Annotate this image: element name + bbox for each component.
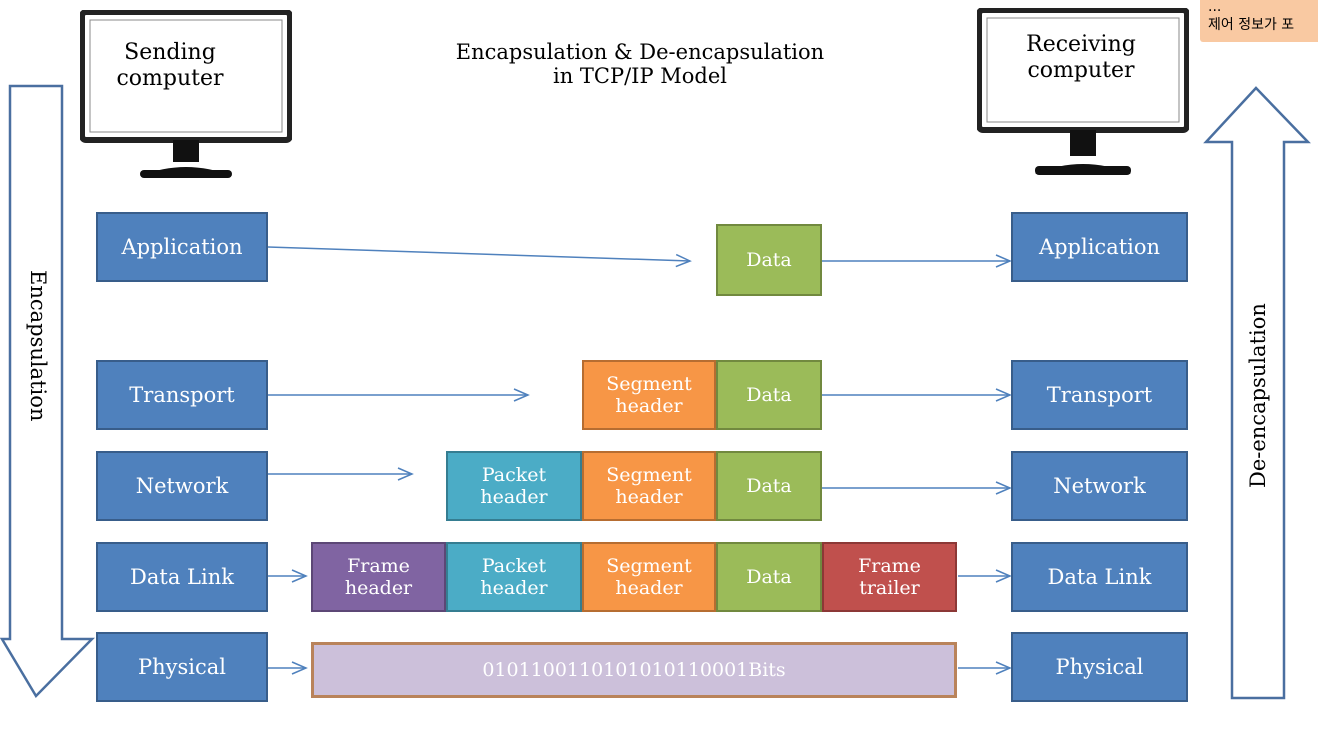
network-data: Data — [716, 451, 822, 521]
network-segment-header: Segment header — [582, 451, 716, 521]
receiver-layer-data-link: Data Link — [1011, 542, 1188, 612]
physical-bits: 0101100110101010110001Bits — [311, 642, 957, 698]
datalink-frame-trailer: Frame trailer — [822, 542, 957, 612]
sender-layer-application: Application — [96, 212, 268, 282]
receiving-computer: Receiving computer — [977, 8, 1189, 178]
deencapsulation-label: De-encapsulation — [1246, 303, 1270, 488]
application-data: Data — [716, 224, 822, 296]
receiving-computer-label: Receiving computer — [1026, 32, 1136, 83]
arrow-application-to-data — [267, 246, 692, 268]
deencapsulation-arrow — [1203, 86, 1311, 700]
receiver-layer-physical: Physical — [1011, 632, 1188, 702]
transport-data: Data — [716, 360, 822, 430]
sender-layer-network: Network — [96, 451, 268, 521]
encapsulation-arrow — [0, 84, 95, 699]
annotation-note: ... 제어 정보가 포 — [1200, 0, 1318, 42]
sender-layer-transport: Transport — [96, 360, 268, 430]
receiver-layer-application: Application — [1011, 212, 1188, 282]
receiver-layer-transport: Transport — [1011, 360, 1188, 430]
sender-layer-physical: Physical — [96, 632, 268, 702]
monitor-icon — [80, 10, 292, 178]
receiver-layer-network: Network — [1011, 451, 1188, 521]
datalink-segment-header: Segment header — [582, 542, 716, 612]
sending-computer-label: Sending computer — [116, 40, 224, 91]
sending-computer: Sending computer — [80, 10, 292, 180]
datalink-data: Data — [716, 542, 822, 612]
datalink-frame-header: Frame header — [311, 542, 446, 612]
datalink-packet-header: Packet header — [446, 542, 582, 612]
sender-layer-data-link: Data Link — [96, 542, 268, 612]
transport-segment-header: Segment header — [582, 360, 716, 430]
monitor-icon — [977, 8, 1189, 175]
diagram-title: Encapsulation & De-encapsulation in TCP/… — [455, 40, 825, 88]
encapsulation-label: Encapsulation — [26, 270, 50, 422]
network-packet-header: Packet header — [446, 451, 582, 521]
